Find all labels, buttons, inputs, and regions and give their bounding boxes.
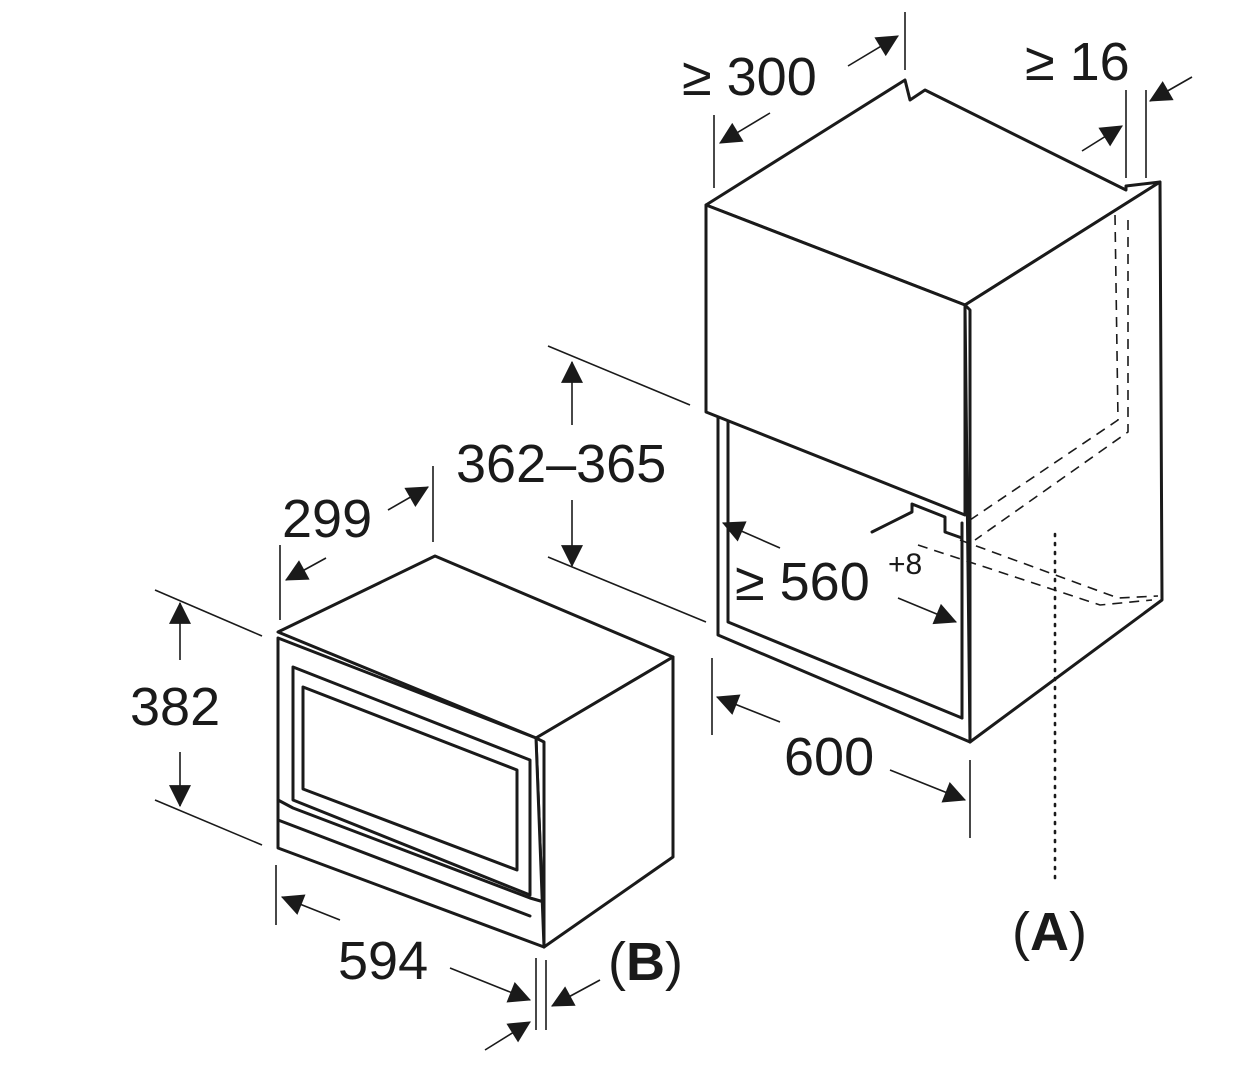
dim-cabinet-depth: ≥ 300: [682, 47, 817, 107]
label-b-open: (: [608, 932, 626, 992]
label-a-open: (: [1012, 902, 1030, 962]
label-a-letter: A: [1030, 902, 1069, 962]
dim-niche-width-tolerance: +8: [888, 548, 922, 581]
dim-cabinet-width: 600: [784, 727, 874, 787]
appliance-door: [291, 665, 532, 897]
dim-appliance-height: 382: [130, 677, 220, 737]
dim-niche-height: 362–365: [456, 434, 666, 494]
dim-niche-width: ≥ 560: [735, 552, 870, 612]
label-a: (A): [1012, 902, 1087, 962]
cabinet-side-face: [963, 180, 1164, 744]
cabinet-niche-opening: [716, 416, 972, 744]
mounting-bracket: [870, 502, 964, 540]
built-in-appliance: [276, 554, 675, 949]
label-a-close: ): [1069, 902, 1087, 962]
appliance-window: [301, 685, 519, 872]
dim-appliance-depth: 299: [282, 489, 372, 549]
label-b: (B): [608, 932, 683, 992]
label-b-close: ): [665, 932, 683, 992]
wall-cabinet: [704, 78, 1164, 887]
dimension-lines: [154, 12, 1193, 1051]
dim-rear-gap: ≥ 16: [1025, 32, 1130, 92]
label-b-letter: B: [626, 932, 665, 992]
dim-appliance-width: 594: [338, 931, 428, 991]
cabinet-front-panel: [704, 203, 967, 517]
